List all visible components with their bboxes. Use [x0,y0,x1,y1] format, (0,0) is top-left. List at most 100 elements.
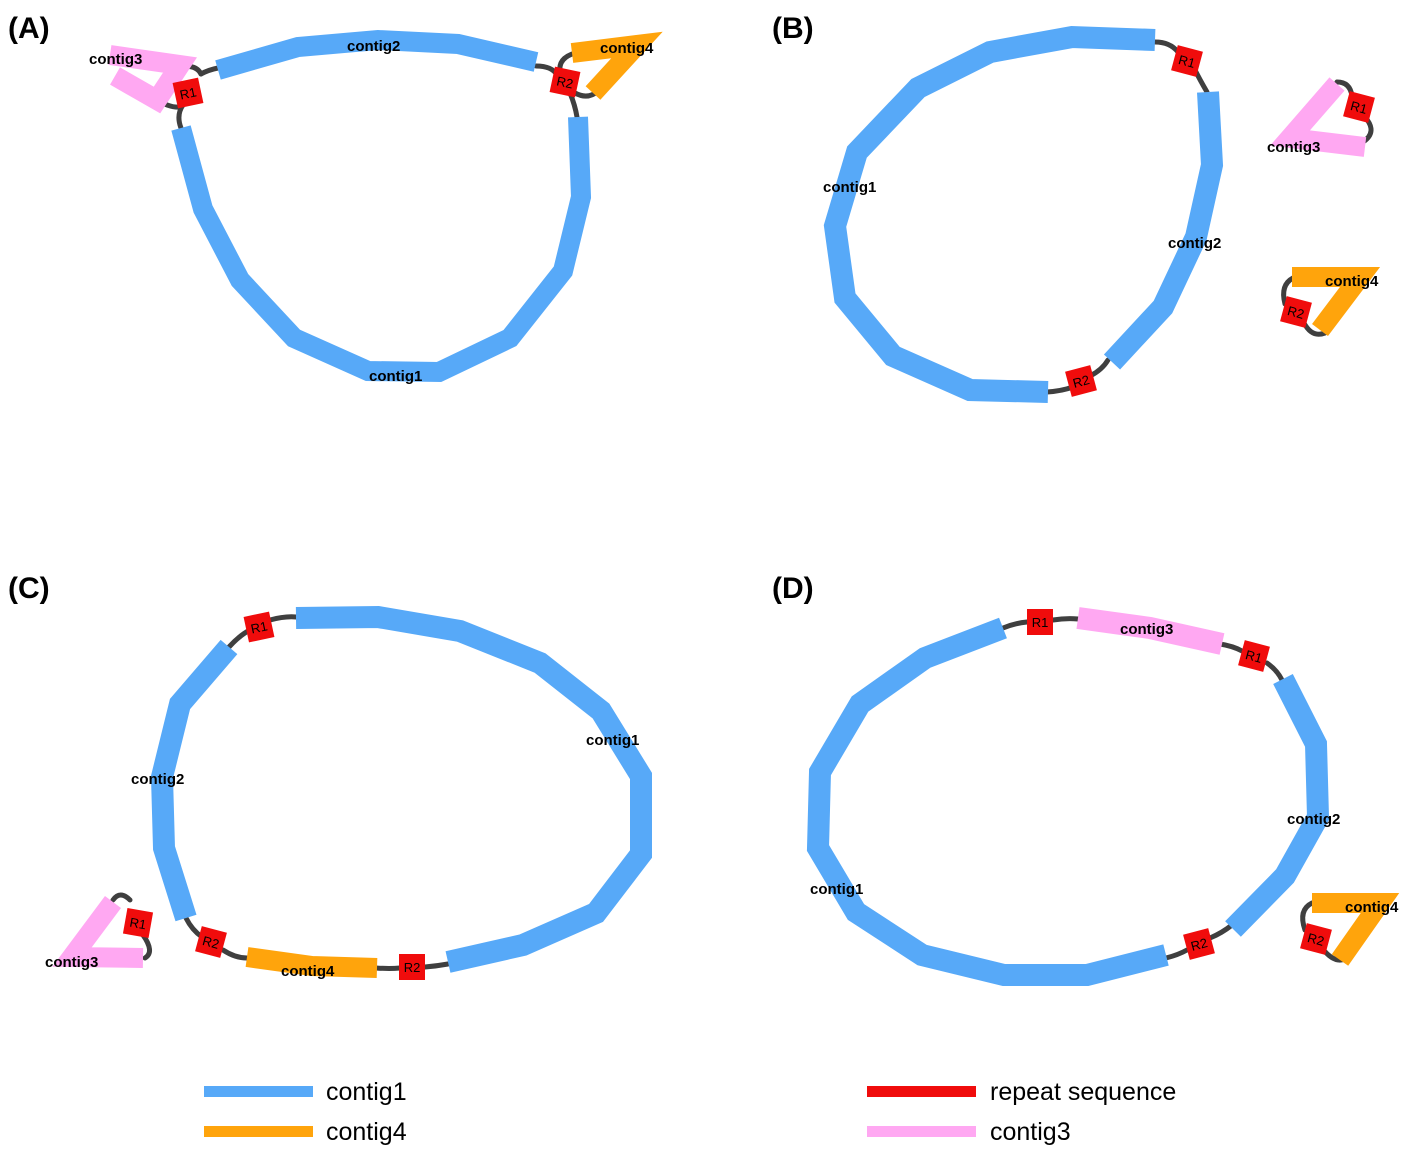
repeat-label: R2 [1189,935,1209,954]
repeat-box [195,926,227,958]
repeat-label: R1 [1244,647,1264,666]
legend-label: repeat sequence [990,1078,1176,1106]
link [1152,39,1181,55]
legend-swatch [867,1086,976,1097]
repeat-box [1238,640,1270,672]
panel-b: (B) R1 R2 R1 R2 contig1 [772,12,1381,403]
link [226,627,253,650]
repeat-r1: R1 [243,611,275,643]
link [183,915,205,940]
contig3-segment [1076,607,1225,655]
repeat-box [1280,296,1312,328]
link [140,932,152,961]
repeat-box [399,954,425,980]
panel-label-b: (B) [772,12,814,45]
repeat-label: R1 [1032,615,1049,630]
repeat-label: R2 [555,73,574,91]
legend-swatch [204,1126,313,1137]
contig-label: contig4 [281,963,335,980]
contig4-segment [245,947,378,978]
link [176,102,186,131]
contig-label: contig2 [131,771,184,788]
contig2-segment [1225,674,1330,937]
repeat-label: R2 [1286,303,1306,322]
legend-item-repeat: repeat sequence [867,1078,1176,1106]
repeat-r2: R2 [195,926,227,958]
legend-swatch [204,1086,313,1097]
repeat-r1: R1 [1238,640,1270,672]
repeat-label: R2 [1071,372,1091,391]
legend-label: contig1 [326,1078,407,1106]
contig1-segment [823,25,1156,403]
contig-label: contig3 [1120,621,1173,638]
legend-label: contig3 [990,1118,1071,1146]
repeat-box [1343,91,1375,123]
contig-label: contig3 [1267,139,1320,156]
repeat-label: R2 [201,933,221,952]
repeat-label: R2 [404,960,421,975]
link [422,961,451,970]
panel-label-a: (A) [8,12,50,45]
repeat-label: R1 [249,618,268,636]
contig-label: contig2 [1168,235,1221,252]
contig3-segment [52,896,144,968]
repeat-label: R1 [1349,98,1369,117]
contig-label: contig2 [1287,811,1340,828]
repeat-box [243,611,275,643]
contig2-segment [215,29,539,80]
contig-label: contig4 [1345,899,1399,916]
repeat-label: R2 [1306,930,1326,949]
link [1050,616,1081,623]
repeat-box [1300,923,1332,955]
link [1300,900,1315,933]
legend-item-contig3: contig3 [867,1118,1071,1146]
contig4-segment [1292,267,1381,337]
repeat-label: R1 [1177,52,1197,71]
link [1000,619,1030,631]
link [220,947,250,961]
repeat-r2: R2 [1280,296,1312,328]
contig2-segment [150,639,238,922]
link [198,65,221,77]
repeat-r1: R1 [1343,91,1375,123]
contig1-segment [295,605,652,973]
link [1087,357,1111,379]
contig1-segment [171,116,592,383]
link [1281,275,1296,307]
contig-label: contig3 [45,954,98,971]
repeat-box [1027,609,1053,635]
contig1-segment [806,617,1169,986]
link [110,892,133,903]
contig-label: contig2 [347,38,400,55]
contig-label: contig3 [89,51,142,68]
contig4-segment [1312,893,1400,966]
contig-label: contig1 [810,881,863,898]
repeat-label: R1 [178,84,197,102]
repeat-r1: R1 [122,907,154,939]
link [373,965,403,971]
contig2-segment [1103,91,1224,370]
repeat-r1: R1 [1171,45,1203,77]
repeat-r2: R2 [399,954,425,980]
legend-item-contig4: contig4 [204,1118,407,1146]
repeat-box [1065,365,1097,397]
legend: contig1 contig4 repeat sequence contig3 [204,1078,1176,1146]
repeat-box [172,77,204,109]
repeat-r2: R2 [1183,928,1215,960]
contig3-segment [1270,77,1367,157]
repeat-r2: R2 [549,66,581,98]
link [267,614,299,623]
repeat-label: R1 [128,915,147,933]
link [1163,947,1190,961]
legend-swatch [867,1126,976,1137]
legend-label: contig4 [326,1118,407,1146]
repeat-box [549,66,581,98]
repeat-r2: R2 [1065,365,1097,397]
panel-a: (A) R1 R2 contig3 contig2 contig4 contig… [8,12,663,385]
panel-d: (D) R1 R1 R2 R2 contig3 [772,572,1400,986]
repeat-box [1171,45,1203,77]
panel-label-c: (C) [8,572,50,605]
repeat-r2: R2 [1300,923,1332,955]
contig-label: contig1 [369,368,422,385]
